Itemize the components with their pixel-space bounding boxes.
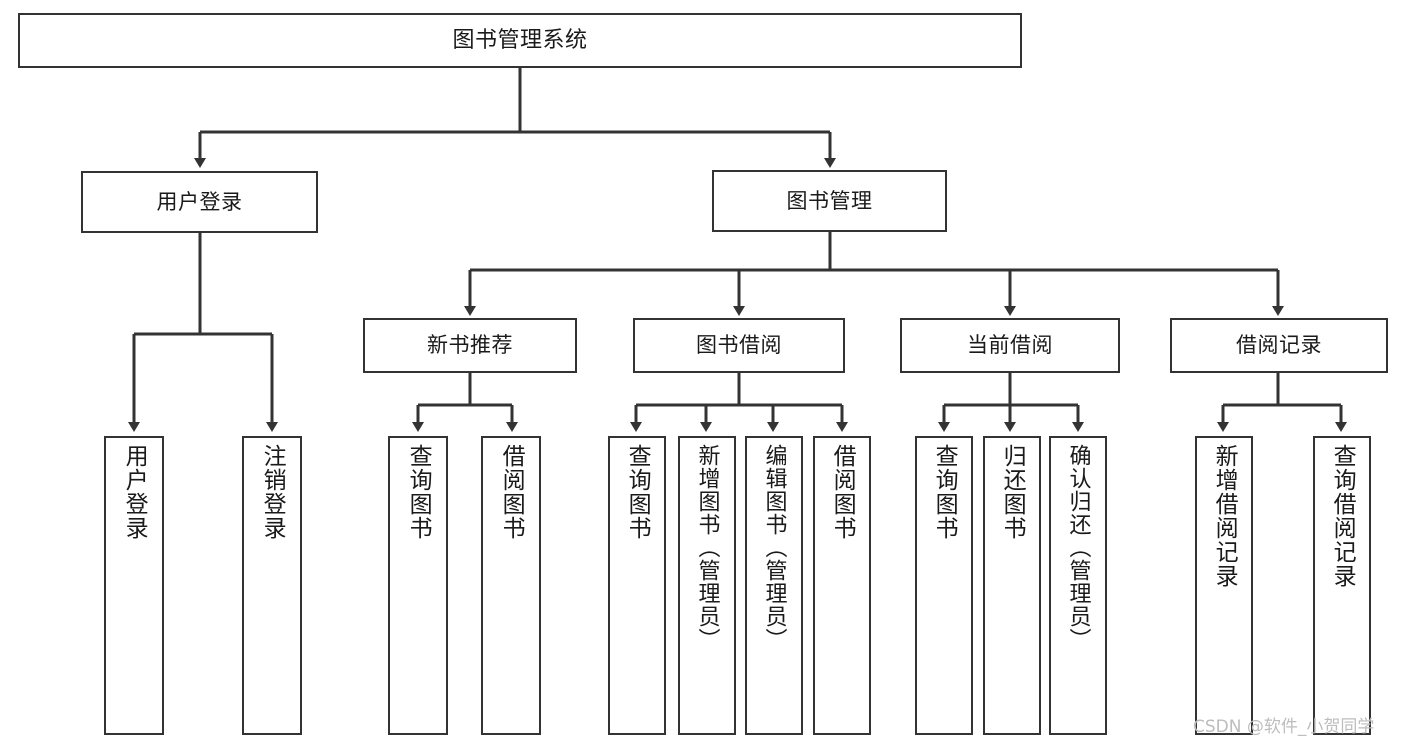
csdn-watermark: CSDN @软件_小贺同学: [1193, 717, 1375, 737]
leaf-recommend-borrow-book[interactable]: 借阅图书: [481, 436, 541, 735]
leaf-borrow-add-book-admin[interactable]: 新增图书（管理员）: [678, 436, 736, 735]
node-label: 借阅图书: [498, 444, 525, 540]
node-label: 编辑图书（管理员）: [761, 444, 787, 651]
leaf-current-confirm-return-admin[interactable]: 确认归还（管理员）: [1049, 436, 1107, 735]
node-label: 借阅图书: [829, 444, 856, 540]
node-label: 新书推荐: [427, 333, 513, 358]
node-label: 图书借阅: [696, 333, 782, 358]
node-label: 归还图书: [999, 444, 1026, 540]
leaf-borrow-borrow-book[interactable]: 借阅图书: [813, 436, 871, 735]
node-label: 新增借阅记录: [1211, 444, 1238, 588]
leaf-current-query-book[interactable]: 查询图书: [915, 436, 973, 735]
node-label: 用户登录: [121, 444, 148, 540]
node-label: 查询图书: [931, 444, 958, 540]
leaf-record-add-borrow-record[interactable]: 新增借阅记录: [1195, 436, 1253, 735]
node-root-system[interactable]: 图书管理系统: [18, 13, 1022, 68]
node-book-borrow[interactable]: 图书借阅: [633, 318, 845, 373]
node-label: 注销登录: [259, 444, 286, 540]
node-book-management[interactable]: 图书管理: [712, 170, 947, 232]
node-new-book-recommend[interactable]: 新书推荐: [363, 318, 577, 373]
node-label: 图书管理系统: [452, 27, 588, 53]
leaf-borrow-edit-book-admin[interactable]: 编辑图书（管理员）: [745, 436, 803, 735]
leaf-current-return-book[interactable]: 归还图书: [983, 436, 1041, 735]
leaf-recommend-query-book[interactable]: 查询图书: [388, 436, 448, 735]
node-current-borrow[interactable]: 当前借阅: [900, 318, 1120, 373]
node-label: 新增图书（管理员）: [694, 444, 720, 651]
node-label: 查询借阅记录: [1329, 444, 1356, 588]
node-label: 用户登录: [156, 189, 243, 214]
node-user-login[interactable]: 用户登录: [81, 171, 318, 233]
leaf-borrow-query-book[interactable]: 查询图书: [608, 436, 666, 735]
node-label: 查询图书: [624, 444, 651, 540]
node-label: 查询图书: [405, 444, 432, 540]
node-borrow-record[interactable]: 借阅记录: [1170, 318, 1388, 373]
leaf-user-login[interactable]: 用户登录: [104, 436, 164, 735]
leaf-record-query-borrow-record[interactable]: 查询借阅记录: [1313, 436, 1371, 735]
node-label: 借阅记录: [1236, 333, 1322, 358]
leaf-user-logout[interactable]: 注销登录: [242, 436, 302, 735]
node-label: 图书管理: [786, 188, 873, 213]
node-label: 当前借阅: [967, 333, 1053, 358]
node-label: 确认归还（管理员）: [1065, 444, 1091, 651]
